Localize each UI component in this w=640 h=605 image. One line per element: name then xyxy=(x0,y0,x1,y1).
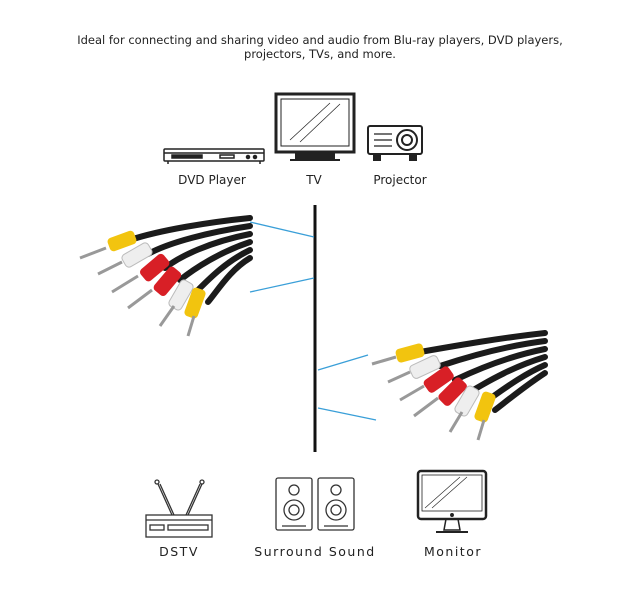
white-plug xyxy=(387,355,441,384)
white-plug xyxy=(97,242,153,276)
intro-line-2: projectors, TVs, and more. xyxy=(244,47,396,61)
tv-icon xyxy=(274,92,356,161)
red-plug xyxy=(399,366,454,402)
intro-line-1: Ideal for connecting and sharing video a… xyxy=(77,33,563,47)
red-plug xyxy=(111,253,170,294)
source-label-projector: Projector xyxy=(373,173,427,187)
dstv-receiver-icon xyxy=(145,479,213,538)
projector-icon xyxy=(367,125,423,161)
red-plug xyxy=(127,266,182,310)
yellow-plug xyxy=(371,343,425,366)
rca-cable-left xyxy=(79,215,253,337)
monitor-icon xyxy=(416,469,488,533)
yellow-plug xyxy=(79,230,137,260)
rca-cable-right xyxy=(371,330,548,441)
speakers-icon xyxy=(275,477,355,531)
destination-label-monitor: Monitor xyxy=(423,544,483,559)
yellow-plug xyxy=(184,287,206,337)
source-label-dvd-player: DVD Player xyxy=(178,173,246,187)
yellow-plug xyxy=(474,391,496,441)
intro-text: Ideal for connecting and sharing video a… xyxy=(0,33,640,61)
white-plug xyxy=(448,385,480,433)
source-label-tv: TV xyxy=(306,173,322,187)
dvd-player-icon xyxy=(163,148,265,164)
white-plug xyxy=(158,279,194,327)
destination-label-dstv: DSTV xyxy=(159,544,199,559)
red-plug xyxy=(413,377,467,418)
connector-lines xyxy=(249,221,377,421)
destination-label-surround-sound: Surround Sound xyxy=(254,544,376,559)
